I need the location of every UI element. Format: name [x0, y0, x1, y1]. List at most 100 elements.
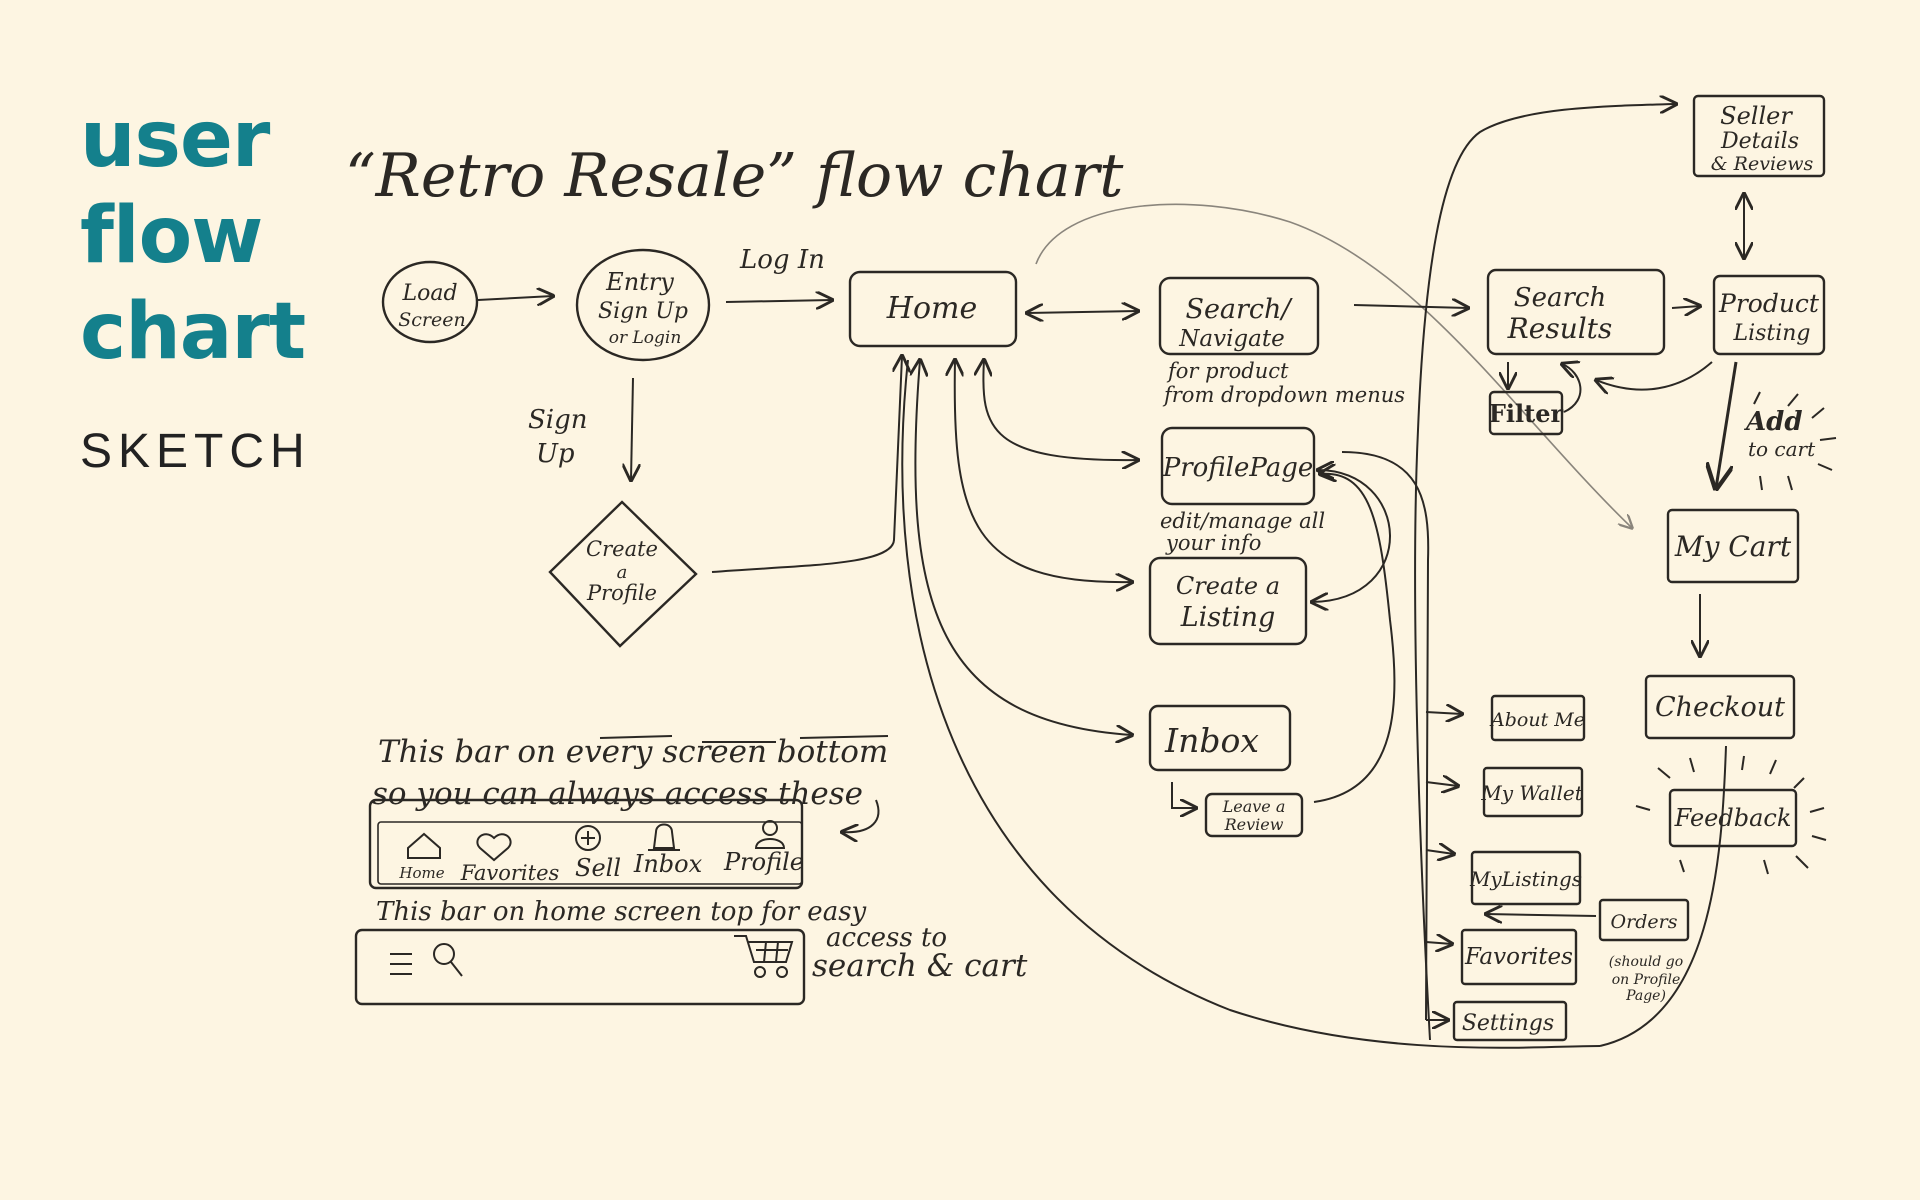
side-title-line-2: flow	[80, 191, 263, 281]
node-leave-review: Leave a Review	[1204, 792, 1304, 838]
create-profile-line-1: Create	[586, 537, 658, 561]
node-seller-details: Seller Details & Reviews	[1692, 94, 1826, 178]
create-listing-line-1: Create a	[1176, 572, 1280, 600]
bottom-bar-note-line-2: so you can always access these	[372, 776, 863, 812]
arrow-profile-create-listing	[1312, 470, 1391, 602]
settings-label: Settings	[1462, 1011, 1554, 1036]
arrow-to-favorites	[1425, 942, 1452, 944]
create-listing-line-2: Listing	[1180, 602, 1276, 633]
product-listing-line-2: Listing	[1732, 321, 1810, 346]
arrow-search-to-results	[1353, 305, 1468, 308]
bottom-nav-profile-label: Profile	[723, 848, 804, 876]
arrow-home-to-my-cart	[1035, 203, 1632, 528]
arrow-home-profile	[983, 360, 1138, 460]
branch-trunk	[1341, 451, 1430, 1021]
node-settings: Settings	[1452, 1000, 1568, 1042]
leave-review-line-1: Leave a	[1222, 797, 1286, 816]
add-to-cart-line-2: to cart	[1748, 437, 1816, 461]
entry-line-2: Sign Up	[598, 299, 688, 324]
note-underlines	[599, 735, 889, 743]
node-my-wallet: My Wallet	[1480, 766, 1584, 818]
leave-review-line-2: Review	[1224, 815, 1284, 834]
label-sign-up-1: Sign	[528, 405, 588, 435]
node-load-screen: Load Screen	[381, 260, 479, 344]
arrow-to-my-wallet	[1425, 782, 1458, 786]
menu-icon[interactable]	[390, 953, 412, 975]
add-to-cart-line-1: Add	[1743, 407, 1803, 437]
node-my-listings: MyListings	[1469, 850, 1582, 906]
load-screen-line-1: Load	[401, 281, 457, 306]
orders-note-line-2: on Profile	[1612, 972, 1681, 988]
arrow-create-profile-to-home	[711, 356, 902, 573]
node-home: Home	[848, 270, 1018, 348]
search-navigate-line-1: Search/	[1185, 294, 1293, 325]
node-orders: Orders	[1598, 898, 1690, 942]
line-checkout-down	[1599, 745, 1727, 1047]
my-listings-label: MyListings	[1469, 867, 1582, 891]
cart-icon[interactable]	[734, 935, 794, 978]
plus-circle-icon	[575, 825, 601, 851]
orders-label: Orders	[1611, 911, 1678, 933]
heart-icon	[476, 833, 512, 862]
bottom-nav-home-label: Home	[398, 864, 444, 882]
node-checkout: Checkout	[1644, 674, 1796, 740]
arrow-product-to-results	[1596, 361, 1713, 390]
side-title: user flow chart	[80, 92, 306, 380]
orders-note-line-3: Page)	[1625, 988, 1666, 1004]
node-search-navigate: Search/ Navigate	[1158, 276, 1320, 356]
arrow-home-inbox	[915, 360, 1132, 735]
load-screen-line-2: Screen	[398, 309, 465, 331]
top-search-bar	[354, 928, 806, 1006]
sketch-title: “Retro Resale” flow chart	[345, 141, 1124, 211]
home-label: Home	[886, 291, 977, 326]
top-bar-note-line-3: search & cart	[812, 948, 1028, 984]
node-product-listing: Product Listing	[1712, 274, 1826, 356]
profile-page-label: ProfilePage	[1162, 453, 1313, 483]
profile-note-line-1: edit/manage all	[1160, 509, 1325, 533]
arrow-load-to-entry	[477, 296, 553, 300]
bell-icon	[648, 823, 680, 851]
home-icon	[407, 832, 441, 859]
bottom-nav-favorites[interactable]: Favorites	[460, 833, 560, 885]
create-profile-line-2: a	[617, 562, 628, 583]
search-icon[interactable]	[433, 943, 463, 977]
create-profile-line-3: Profile	[586, 581, 657, 605]
side-subtitle: SKETCH	[80, 425, 311, 478]
seller-details-line-3: & Reviews	[1711, 153, 1814, 175]
bottom-nav-sell[interactable]: Sell	[575, 825, 621, 882]
orders-note-line-1: (should go	[1609, 954, 1683, 970]
node-filter: Filter	[1488, 390, 1564, 436]
filter-label: Filter	[1489, 399, 1564, 428]
node-my-cart: My Cart	[1666, 508, 1800, 584]
arrow-product-to-cart	[1716, 361, 1738, 488]
arrow-home-create-listing	[955, 360, 1132, 582]
node-entry: Entry Sign Up or Login	[575, 248, 711, 362]
add-to-cart-burst	[1753, 391, 1837, 491]
arrow-note-to-bar	[842, 799, 880, 832]
arrow-to-about-me	[1425, 712, 1462, 714]
node-about-me: About Me	[1489, 694, 1586, 742]
bottom-nav-home[interactable]: Home	[398, 832, 445, 882]
bottom-nav-sell-label: Sell	[575, 854, 621, 882]
arrow-inbox-to-review	[1171, 782, 1196, 808]
bottom-nav-inbox[interactable]: Inbox	[633, 823, 703, 879]
node-profile-page: ProfilePage	[1160, 426, 1316, 506]
checkout-label: Checkout	[1655, 692, 1785, 723]
side-title-line-3: chart	[80, 287, 306, 377]
arrow-to-my-listings	[1425, 850, 1454, 854]
node-favorites: Favorites	[1460, 928, 1578, 986]
loop-home-bottom	[901, 359, 1601, 1049]
product-listing-line-1: Product	[1718, 289, 1820, 318]
search-results-line-2: Results	[1507, 312, 1613, 345]
arrow-results-to-product	[1671, 306, 1700, 308]
bottom-nav-inbox-label: Inbox	[633, 850, 703, 878]
my-wallet-label: My Wallet	[1480, 781, 1584, 805]
search-note-line-2: from dropdown menus	[1162, 383, 1405, 407]
search-navigate-line-2: Navigate	[1178, 326, 1284, 352]
inbox-label: Inbox	[1164, 721, 1259, 760]
bottom-nav-profile[interactable]: Profile	[723, 820, 804, 876]
entry-line-1: Entry	[605, 268, 674, 296]
arrow-review-to-profile	[1313, 474, 1396, 803]
